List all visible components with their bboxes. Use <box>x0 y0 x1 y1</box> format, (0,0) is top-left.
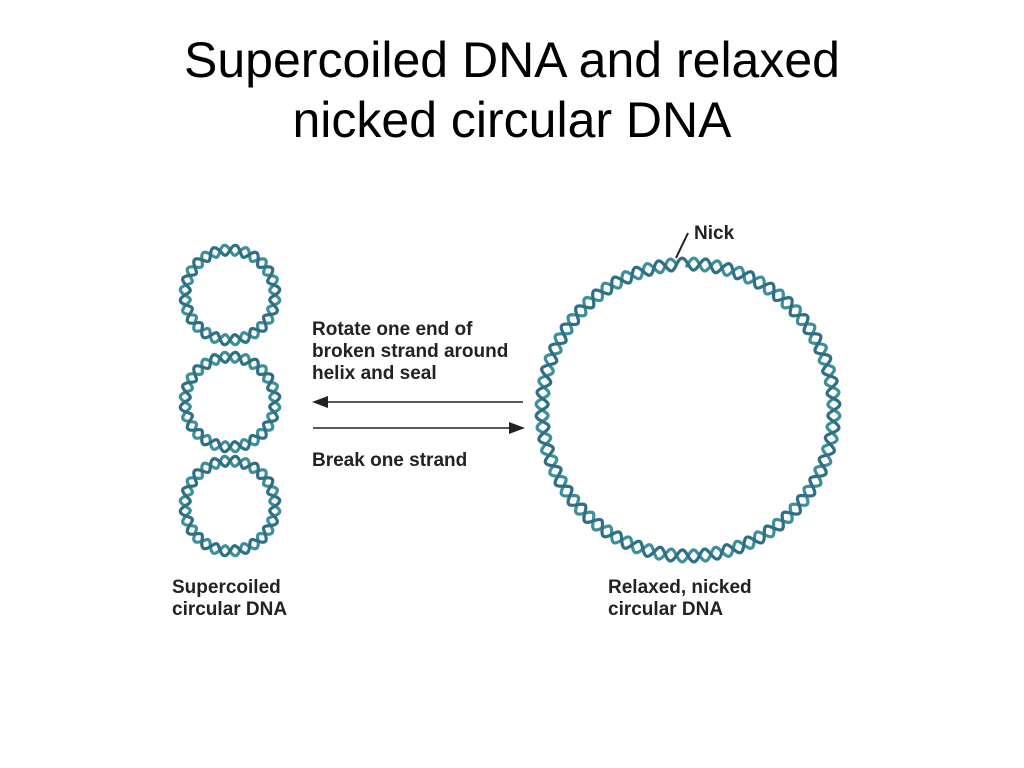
relaxed-label-line-1: Relaxed, nicked <box>608 577 752 598</box>
nick-label: Nick <box>694 223 735 244</box>
title-line-1: Supercoiled DNA and relaxed <box>184 32 840 88</box>
rotate-label-line-2: broken strand around <box>312 341 509 362</box>
break-label: Break one strand <box>312 450 468 471</box>
supercoiled-label-line-1: Supercoiled <box>172 577 281 598</box>
arrow-right <box>313 422 525 434</box>
rotate-label-line-3: helix and seal <box>312 363 437 384</box>
rotate-label-line-1: Rotate one end of <box>312 319 473 340</box>
relaxed-label: Relaxed, nicked circular DNA <box>608 577 752 621</box>
arrow-left <box>312 396 523 408</box>
supercoiled-loop-middle-strand-2 <box>178 350 282 454</box>
relaxed-label-line-2: circular DNA <box>608 599 724 620</box>
supercoiled-loop-bottom-strand-2 <box>178 454 282 558</box>
supercoiled-label: Supercoiled circular DNA <box>172 577 287 621</box>
relaxed-circle-strand-2 <box>534 256 842 564</box>
rotate-label: Rotate one end of broken strand around h… <box>312 319 508 385</box>
relaxed-circle-strand-1 <box>534 256 842 564</box>
supercoiled-loop-top-strand-2 <box>178 243 282 347</box>
supercoiled-label-line-2: circular DNA <box>172 599 288 620</box>
title-line-2: nicked circular DNA <box>292 92 732 148</box>
relaxed-dna-figure <box>534 256 842 564</box>
supercoiled-dna-figure <box>178 243 282 558</box>
slide-title: Supercoiled DNA and relaxed nicked circu… <box>0 30 1024 150</box>
nick-pointer <box>675 232 689 259</box>
